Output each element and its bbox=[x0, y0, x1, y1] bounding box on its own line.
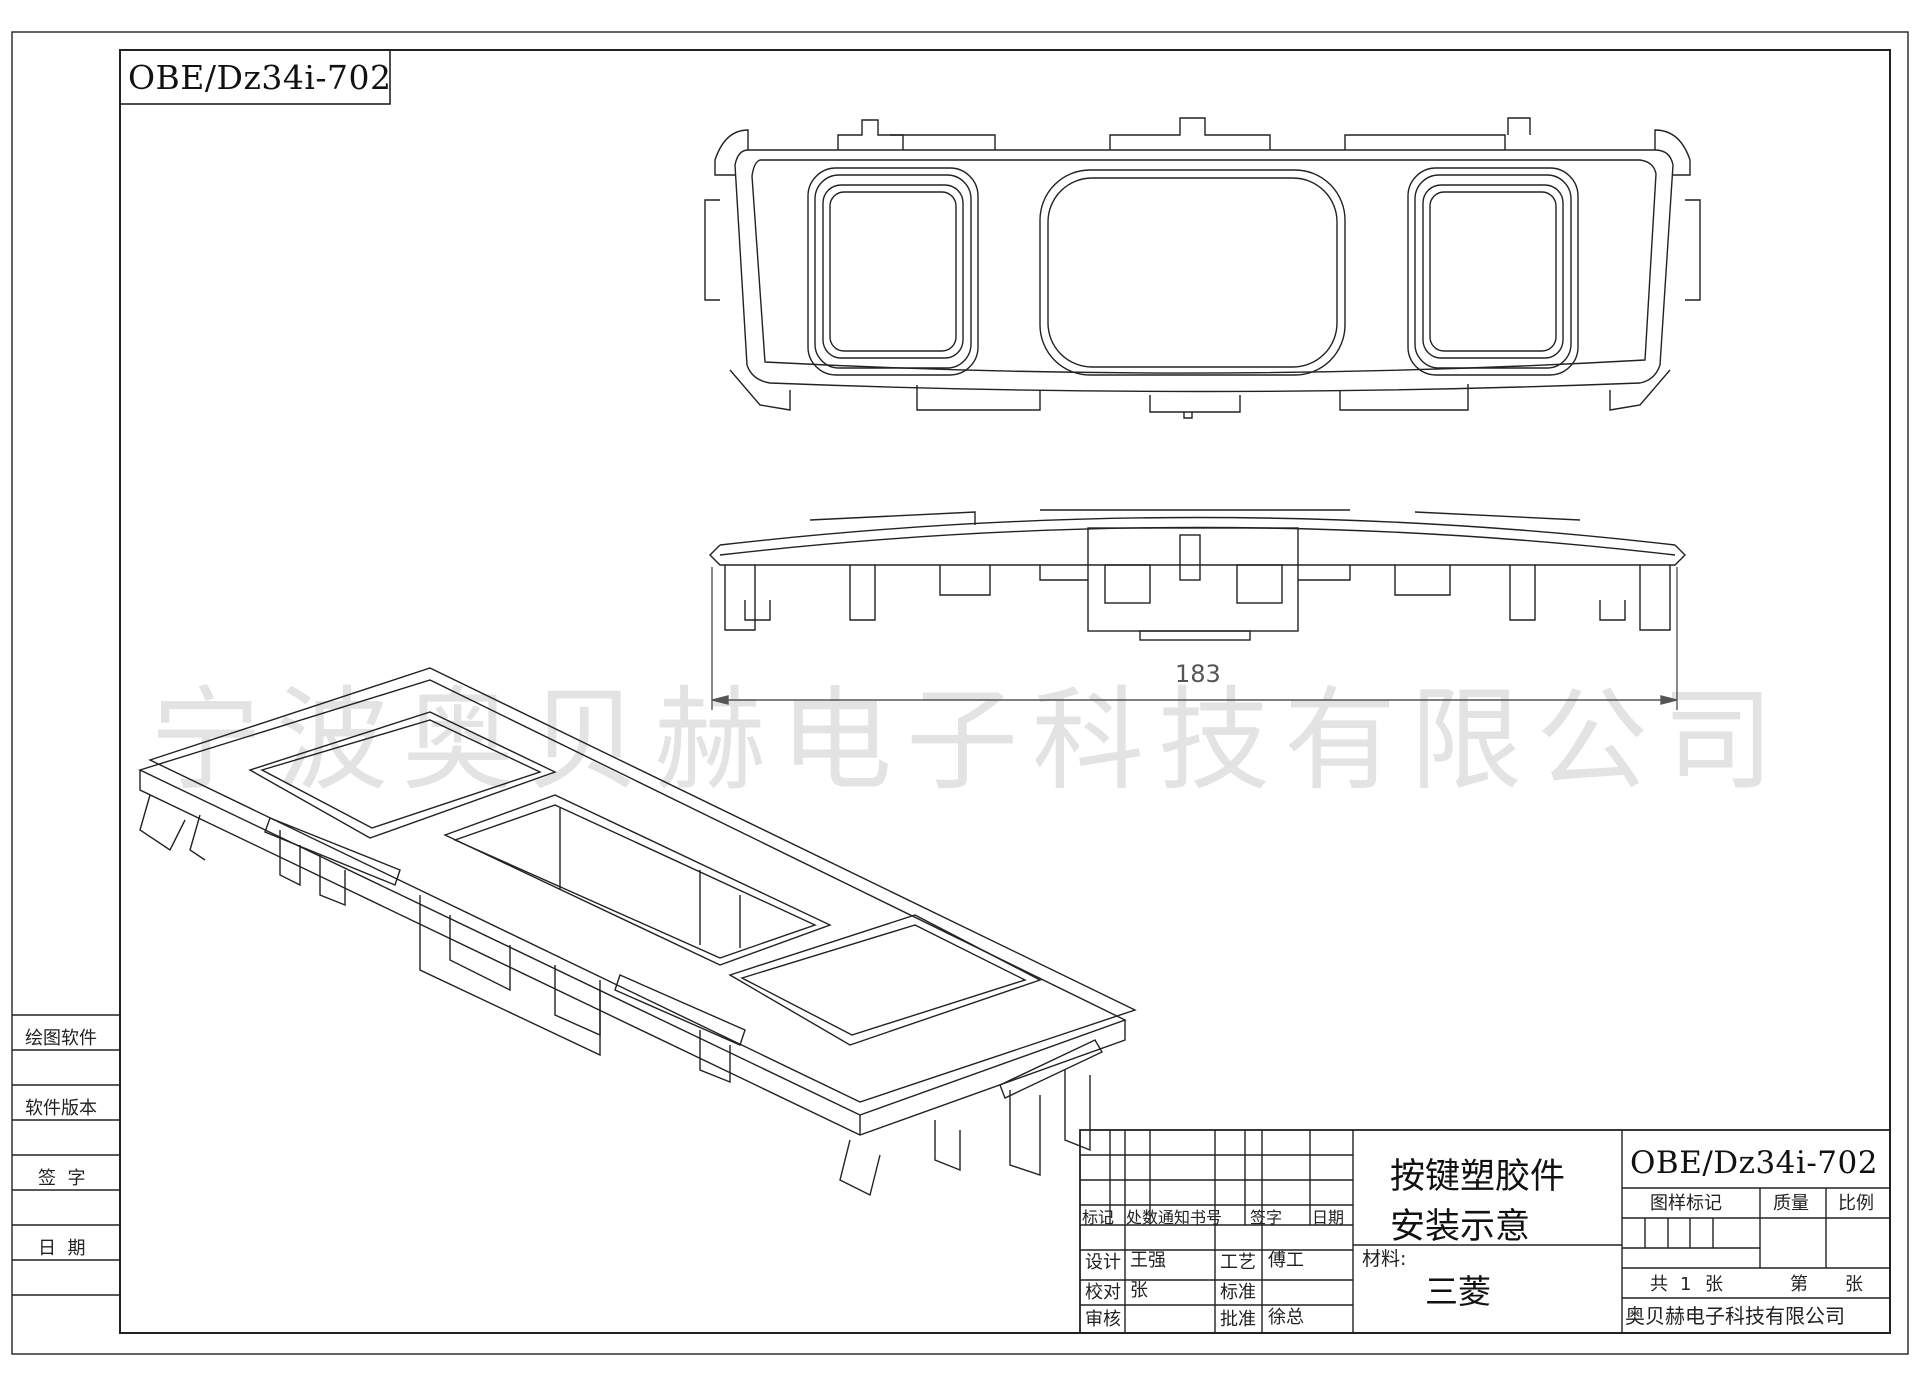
tb-hdr-sign: 签字 bbox=[1250, 1208, 1283, 1227]
tb-hdr-count: 处数 bbox=[1126, 1208, 1159, 1227]
tb-page-sheet: 张 bbox=[1845, 1274, 1863, 1295]
tb-approver: 徐总 bbox=[1268, 1307, 1304, 1328]
tb-designer: 王强 bbox=[1130, 1250, 1166, 1271]
tb-checker: 张 bbox=[1130, 1280, 1148, 1301]
tb-total-count: 1 bbox=[1680, 1274, 1692, 1295]
tb-hdr-mark: 标记 bbox=[1082, 1208, 1115, 1227]
material-label: 材料: bbox=[1362, 1248, 1407, 1270]
tb-mass: 质量 bbox=[1773, 1193, 1809, 1214]
side-software-label: 绘图软件 bbox=[25, 1028, 97, 1049]
inner-border bbox=[119, 49, 1891, 1334]
side-signature-label: 签 字 bbox=[38, 1168, 86, 1189]
company-watermark: 宁波奥贝赫电子科技有限公司 bbox=[150, 676, 1788, 806]
side-version-label: 软件版本 bbox=[25, 1098, 97, 1119]
material-value: 三菱 bbox=[1425, 1272, 1491, 1311]
outer-border bbox=[11, 31, 1909, 1355]
tb-design-label: 设计 bbox=[1085, 1252, 1121, 1273]
isometric-view-drawing bbox=[138, 667, 1137, 1197]
tb-total: 共 bbox=[1650, 1274, 1668, 1295]
part-name-line1: 按键塑胶件 bbox=[1390, 1157, 1566, 1197]
tb-page: 第 bbox=[1790, 1274, 1808, 1295]
dimension-label: 183 bbox=[1175, 660, 1221, 688]
tb-sheet: 张 bbox=[1705, 1274, 1723, 1295]
tb-process-person: 傅工 bbox=[1268, 1250, 1304, 1271]
tb-sample-mark: 图样标记 bbox=[1650, 1193, 1722, 1214]
part-name-line2: 安装示意 bbox=[1390, 1207, 1531, 1247]
title-block-grid bbox=[1079, 1129, 1891, 1334]
tb-review-label: 审核 bbox=[1085, 1309, 1121, 1330]
tb-check-label: 校对 bbox=[1085, 1282, 1121, 1303]
side-view-drawing bbox=[709, 509, 1686, 641]
drawing-code-titleblock: OBE/Dz34i-702 bbox=[1630, 1145, 1878, 1181]
top-view-drawing bbox=[704, 117, 1701, 419]
tb-approve-label: 批准 bbox=[1220, 1309, 1256, 1330]
dimension-183 bbox=[711, 567, 1678, 710]
tb-standard-label: 标准 bbox=[1220, 1282, 1256, 1303]
drawing-code-top: OBE/Dz34i-702 bbox=[128, 58, 392, 97]
tb-hdr-notice: 通知书号 bbox=[1158, 1208, 1223, 1227]
tb-process-label: 工艺 bbox=[1220, 1252, 1256, 1273]
side-panel-grid bbox=[12, 1014, 120, 1296]
tb-scale: 比例 bbox=[1838, 1193, 1874, 1214]
tb-hdr-date: 日期 bbox=[1312, 1208, 1345, 1227]
tb-company: 奥贝赫电子科技有限公司 bbox=[1625, 1304, 1845, 1328]
side-date-label: 日 期 bbox=[38, 1238, 86, 1259]
